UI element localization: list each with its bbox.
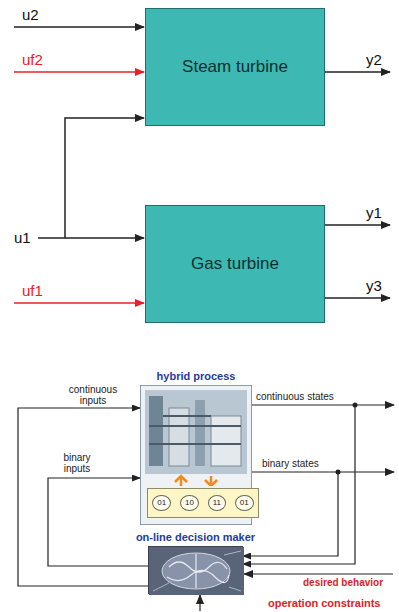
picture-ground bbox=[149, 547, 244, 595]
pipe-shape bbox=[149, 416, 241, 444]
signal-name: uf2 bbox=[22, 51, 43, 68]
output-wire bbox=[325, 71, 390, 73]
turbine-box: Steam turbine bbox=[145, 8, 325, 126]
note-label: operation constraints bbox=[268, 597, 380, 610]
box-title: Steam turbine bbox=[182, 57, 288, 77]
box-heading: hybrid process bbox=[157, 370, 236, 383]
circuit-lines bbox=[153, 551, 241, 591]
column-shape bbox=[149, 396, 163, 466]
hybrid-process-box: hybrid process01101101 bbox=[140, 385, 252, 525]
signal-connector bbox=[48, 478, 148, 566]
box-heading: on-line decision maker bbox=[136, 531, 255, 544]
fault-input-wire bbox=[14, 302, 144, 304]
state-output-wire bbox=[338, 471, 394, 472]
signal-name: u1 bbox=[14, 229, 31, 246]
plant-photo bbox=[141, 386, 251, 486]
orange-arrow bbox=[175, 476, 187, 486]
signal-name: y2 bbox=[366, 51, 382, 68]
brain-picture bbox=[149, 547, 244, 595]
binary-state: 01 bbox=[152, 495, 171, 511]
signal-name: y1 bbox=[366, 204, 382, 221]
brain-folds bbox=[167, 554, 229, 588]
input-branch-wire bbox=[65, 118, 144, 238]
column-shape bbox=[195, 400, 205, 466]
tank-shape bbox=[211, 416, 241, 466]
turbine-box: Gas turbine bbox=[145, 205, 325, 323]
input-wire bbox=[38, 237, 144, 239]
binary-state-strip: 01 10 11 01 bbox=[147, 488, 259, 518]
signal-connector bbox=[18, 408, 148, 586]
signal-name: uf1 bbox=[22, 282, 43, 299]
signal-connector bbox=[243, 405, 355, 564]
box-title: Gas turbine bbox=[191, 254, 279, 274]
decision-maker-box: on-line decision maker bbox=[148, 546, 243, 594]
note-label: desired behavior bbox=[303, 577, 383, 589]
connector-label: continuous states bbox=[256, 391, 334, 402]
input-wire bbox=[14, 26, 144, 28]
fault-input-wire bbox=[14, 71, 144, 73]
output-wire bbox=[325, 224, 390, 226]
desired-behavior-wire bbox=[244, 573, 393, 574]
binary-state: 10 bbox=[180, 495, 199, 511]
photo-ground bbox=[145, 390, 247, 474]
binary-state: 01 bbox=[235, 495, 254, 511]
state-output-wire bbox=[355, 404, 394, 405]
binary-state: 11 bbox=[208, 495, 226, 511]
brain-outline bbox=[162, 553, 230, 589]
connector-label: continuous inputs bbox=[60, 384, 126, 406]
orange-arrow bbox=[205, 476, 217, 486]
output-wire bbox=[325, 297, 390, 299]
connector-label: binary inputs bbox=[54, 452, 100, 474]
connector-label: binary states bbox=[262, 458, 319, 469]
constraint-wire bbox=[199, 595, 200, 611]
signal-name: y3 bbox=[366, 277, 382, 294]
signal-name: u2 bbox=[22, 6, 39, 23]
